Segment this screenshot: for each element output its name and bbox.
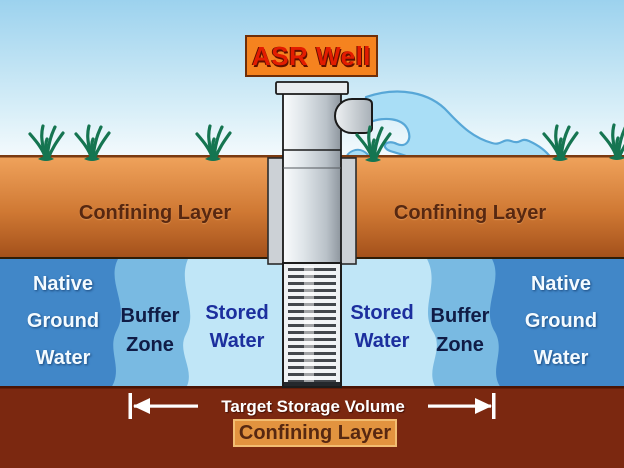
asr-well-structure: [267, 81, 373, 388]
buffer-zone-label-right: Buffer Zone: [430, 305, 490, 356]
buffer-zone-label-left: Buffer Zone: [120, 305, 180, 356]
well-spout: [334, 98, 373, 134]
diagram-title: ASR Well: [245, 35, 378, 77]
well-pipe: [282, 91, 342, 265]
discharge-water: [344, 90, 553, 160]
native-ground-water-label-right: Native Ground Water: [524, 273, 598, 369]
lower-confining-layer-label-box: Confining Layer: [233, 419, 397, 447]
confining-layer-label-left: Confining Layer: [78, 202, 232, 224]
target-storage-volume-label: Target Storage Volume: [221, 397, 405, 416]
native-ground-water-label-left: Native Ground Water: [26, 273, 100, 369]
measure-arrow: [128, 393, 496, 419]
lower-confining-layer-label: Confining Layer: [238, 421, 392, 444]
diagram-title-text: ASR Well: [251, 40, 372, 71]
stored-water-label-left: Stored Water: [205, 302, 269, 352]
well-cap: [275, 81, 349, 95]
confining-layer-label-right: Confining Layer: [393, 202, 547, 224]
stored-water-label-right: Stored Water: [350, 302, 414, 352]
well-screen: [282, 262, 342, 388]
